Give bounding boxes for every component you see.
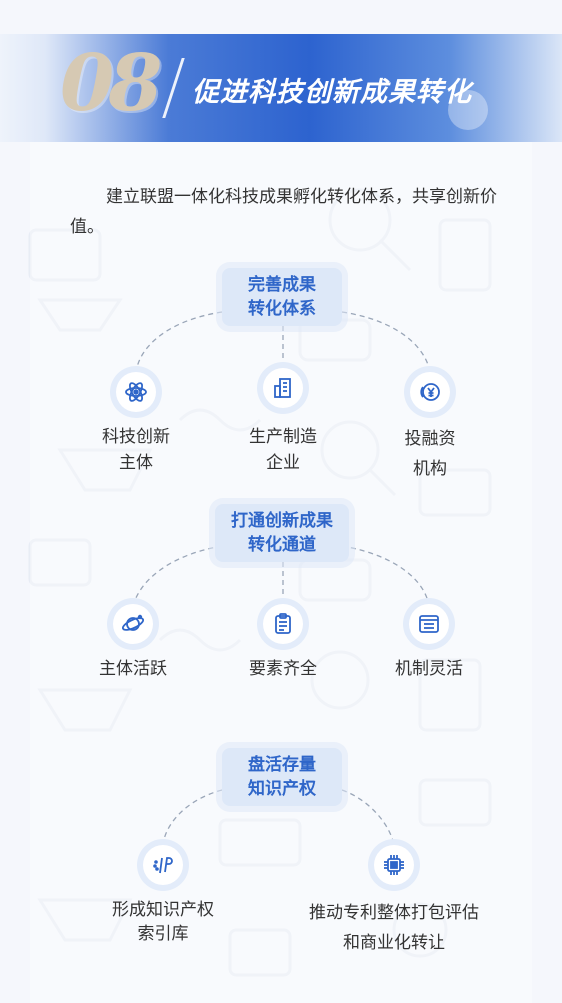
decorative-bubble bbox=[448, 90, 488, 130]
building-icon bbox=[263, 368, 303, 408]
node-label: 推动专利整体打包评估 和商业化转让 bbox=[309, 903, 479, 953]
node-label: 主体活跃 bbox=[99, 659, 167, 679]
atom-icon bbox=[116, 372, 156, 412]
node-label: 要素齐全 bbox=[249, 659, 317, 679]
section-2-title: 打通创新成果 转化通道 bbox=[215, 504, 349, 562]
chip-icon bbox=[374, 845, 414, 885]
page-title: 促进科技创新成果转化 bbox=[192, 77, 472, 108]
ip-icon bbox=[143, 845, 183, 885]
node-label: 机制灵活 bbox=[395, 659, 463, 679]
node-label: 投融资 机构 bbox=[404, 429, 456, 479]
coin-icon bbox=[410, 372, 450, 412]
node-label: 科技创新 主体 bbox=[102, 427, 170, 473]
document-icon bbox=[409, 604, 449, 644]
planet-icon bbox=[113, 604, 153, 644]
section-number: 08 bbox=[60, 38, 163, 129]
node-label: 形成知识产权 索引库 bbox=[112, 900, 214, 944]
node-label: 生产制造 企业 bbox=[249, 427, 317, 473]
header-banner bbox=[0, 34, 562, 142]
clipboard-icon bbox=[263, 604, 303, 644]
section-1-title: 完善成果 转化体系 bbox=[222, 268, 342, 326]
intro-text: 建立联盟一体化科技成果孵化转化体系，共享创新价值。 bbox=[70, 187, 497, 237]
section-3-title: 盘活存量 知识产权 bbox=[222, 748, 342, 806]
